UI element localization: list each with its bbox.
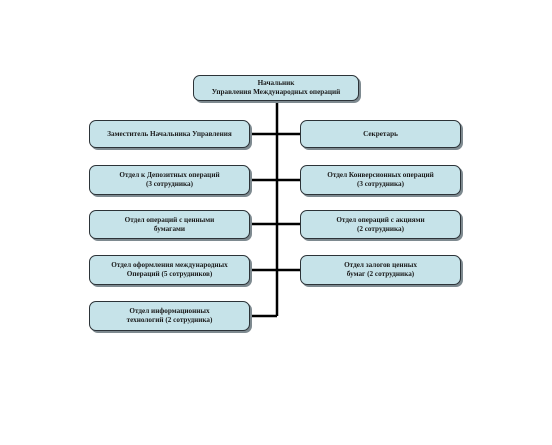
box-label-sub: бумагами <box>153 224 186 233</box>
box-label: Отдел залогов ценных <box>344 261 417 269</box>
box-label: Заместитель Начальника Управления <box>107 129 232 138</box>
box-label: Отдел операций с ценными <box>124 215 215 224</box>
box-deputy-head: Заместитель Начальника Управления <box>89 120 250 148</box>
box-label-sub: Операций (5 сотрудников) <box>126 270 213 278</box>
box-label-sub: (3 сотрудника) <box>356 180 405 188</box>
box-secretary: Секретарь <box>300 120 461 148</box>
box-label: Отдел Конверсионных операций <box>327 171 434 179</box>
box-equity-operations: Отдел операций с акциями (2 сотрудника) <box>300 210 461 239</box>
head-title: Начальник <box>257 79 295 87</box>
box-label: Секретарь <box>363 129 398 138</box>
box-label-sub: бумаг (2 сотрудника) <box>346 270 415 278</box>
box-securities-pledge: Отдел залогов ценных бумаг (2 сотрудника… <box>300 255 461 285</box>
box-label: Отдел информационных <box>129 307 210 315</box>
box-it: Отдел информационных технологий (2 сотру… <box>89 301 250 331</box>
box-securities-operations: Отдел операций с ценными бумагами <box>89 210 250 239</box>
box-label: Отдел операций с акциями <box>336 215 425 224</box>
head-box: Начальник Управления Международных опера… <box>193 75 359 101</box>
box-conversion-operations: Отдел Конверсионных операций (3 сотрудни… <box>300 165 461 195</box>
box-label: Отдел оформления международных <box>111 261 228 269</box>
box-deposit-operations: Отдел к Депозитных операций (3 сотрудник… <box>89 165 250 195</box>
box-label-sub: технологий (2 сотрудника) <box>126 316 213 324</box>
box-label-sub: (3 сотрудника) <box>145 180 194 188</box>
head-subtitle: Управления Международных операций <box>211 88 341 96</box>
box-international-processing: Отдел оформления международных Операций … <box>89 255 250 285</box>
box-label-sub: (2 сотрудника) <box>356 224 405 233</box>
box-label: Отдел к Депозитных операций <box>119 171 220 179</box>
